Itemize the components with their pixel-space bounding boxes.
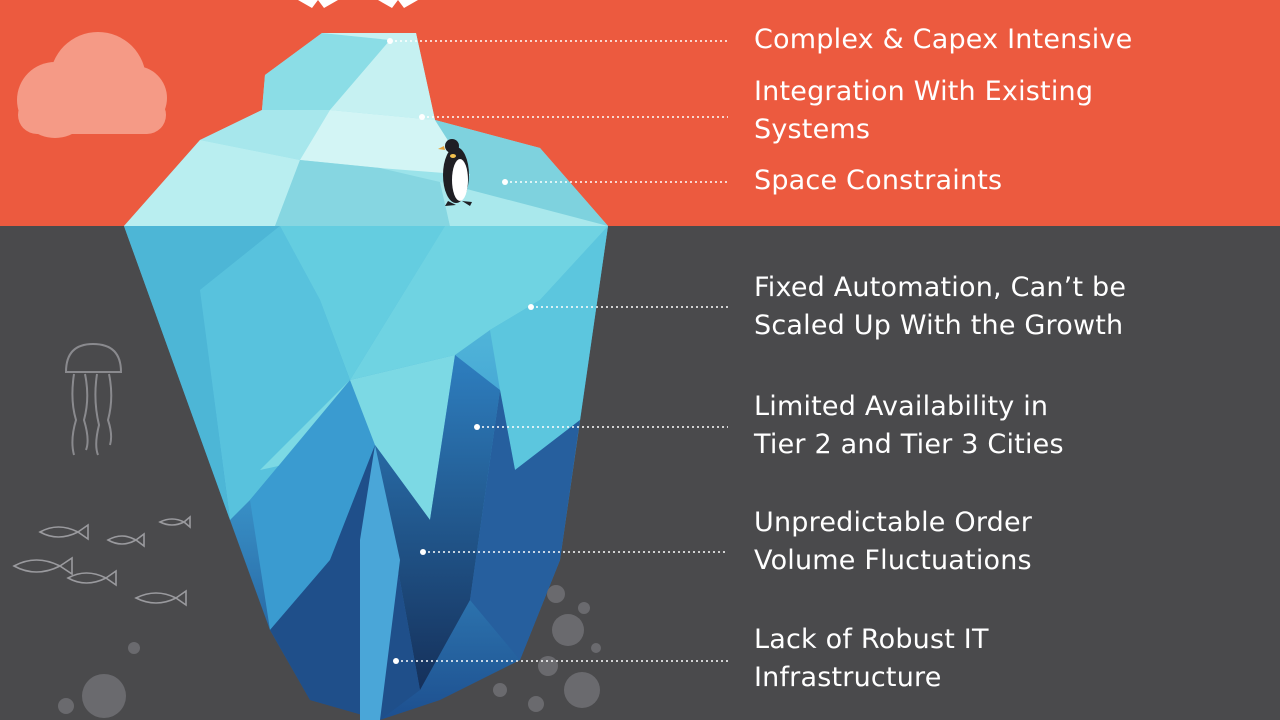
- jellyfish-icon: [64, 342, 123, 456]
- label-order-volume: Unpredictable Order Volume Fluctuations: [754, 504, 1032, 580]
- label-line: Lack of Robust IT: [754, 624, 989, 655]
- label-complex-capex: Complex & Capex Intensive: [754, 21, 1132, 59]
- iceberg-underwater: [124, 226, 608, 720]
- label-line: Complex & Capex Intensive: [754, 24, 1133, 55]
- label-line: Tier 2 and Tier 3 Cities: [754, 429, 1064, 460]
- label-line: Space Constraints: [754, 165, 1003, 196]
- label-line: Scaled Up With the Growth: [754, 310, 1124, 341]
- label-line: Unpredictable Order: [754, 507, 1033, 538]
- label-it-infrastructure: Lack of Robust IT Infrastructure: [754, 621, 989, 697]
- label-integration: Integration With Existing Systems: [754, 73, 1093, 149]
- label-line: Limited Availability in: [754, 391, 1049, 422]
- label-line: Systems: [754, 114, 871, 145]
- label-line: Integration With Existing: [754, 76, 1094, 107]
- label-limited-availability: Limited Availability in Tier 2 and Tier …: [754, 388, 1064, 464]
- bird-icon: [298, 0, 418, 8]
- label-line: Infrastructure: [754, 662, 942, 693]
- label-space-constraints: Space Constraints: [754, 162, 1002, 200]
- iceberg-tip: [124, 33, 608, 226]
- penguin-icon: [438, 139, 472, 206]
- leader-lines: [387, 38, 728, 664]
- fish-icon: [12, 515, 191, 607]
- label-fixed-automation: Fixed Automation, Can’t be Scaled Up Wit…: [754, 269, 1126, 345]
- label-line: Volume Fluctuations: [754, 545, 1032, 576]
- cloud-icon: [17, 32, 167, 138]
- label-line: Fixed Automation, Can’t be: [754, 272, 1127, 303]
